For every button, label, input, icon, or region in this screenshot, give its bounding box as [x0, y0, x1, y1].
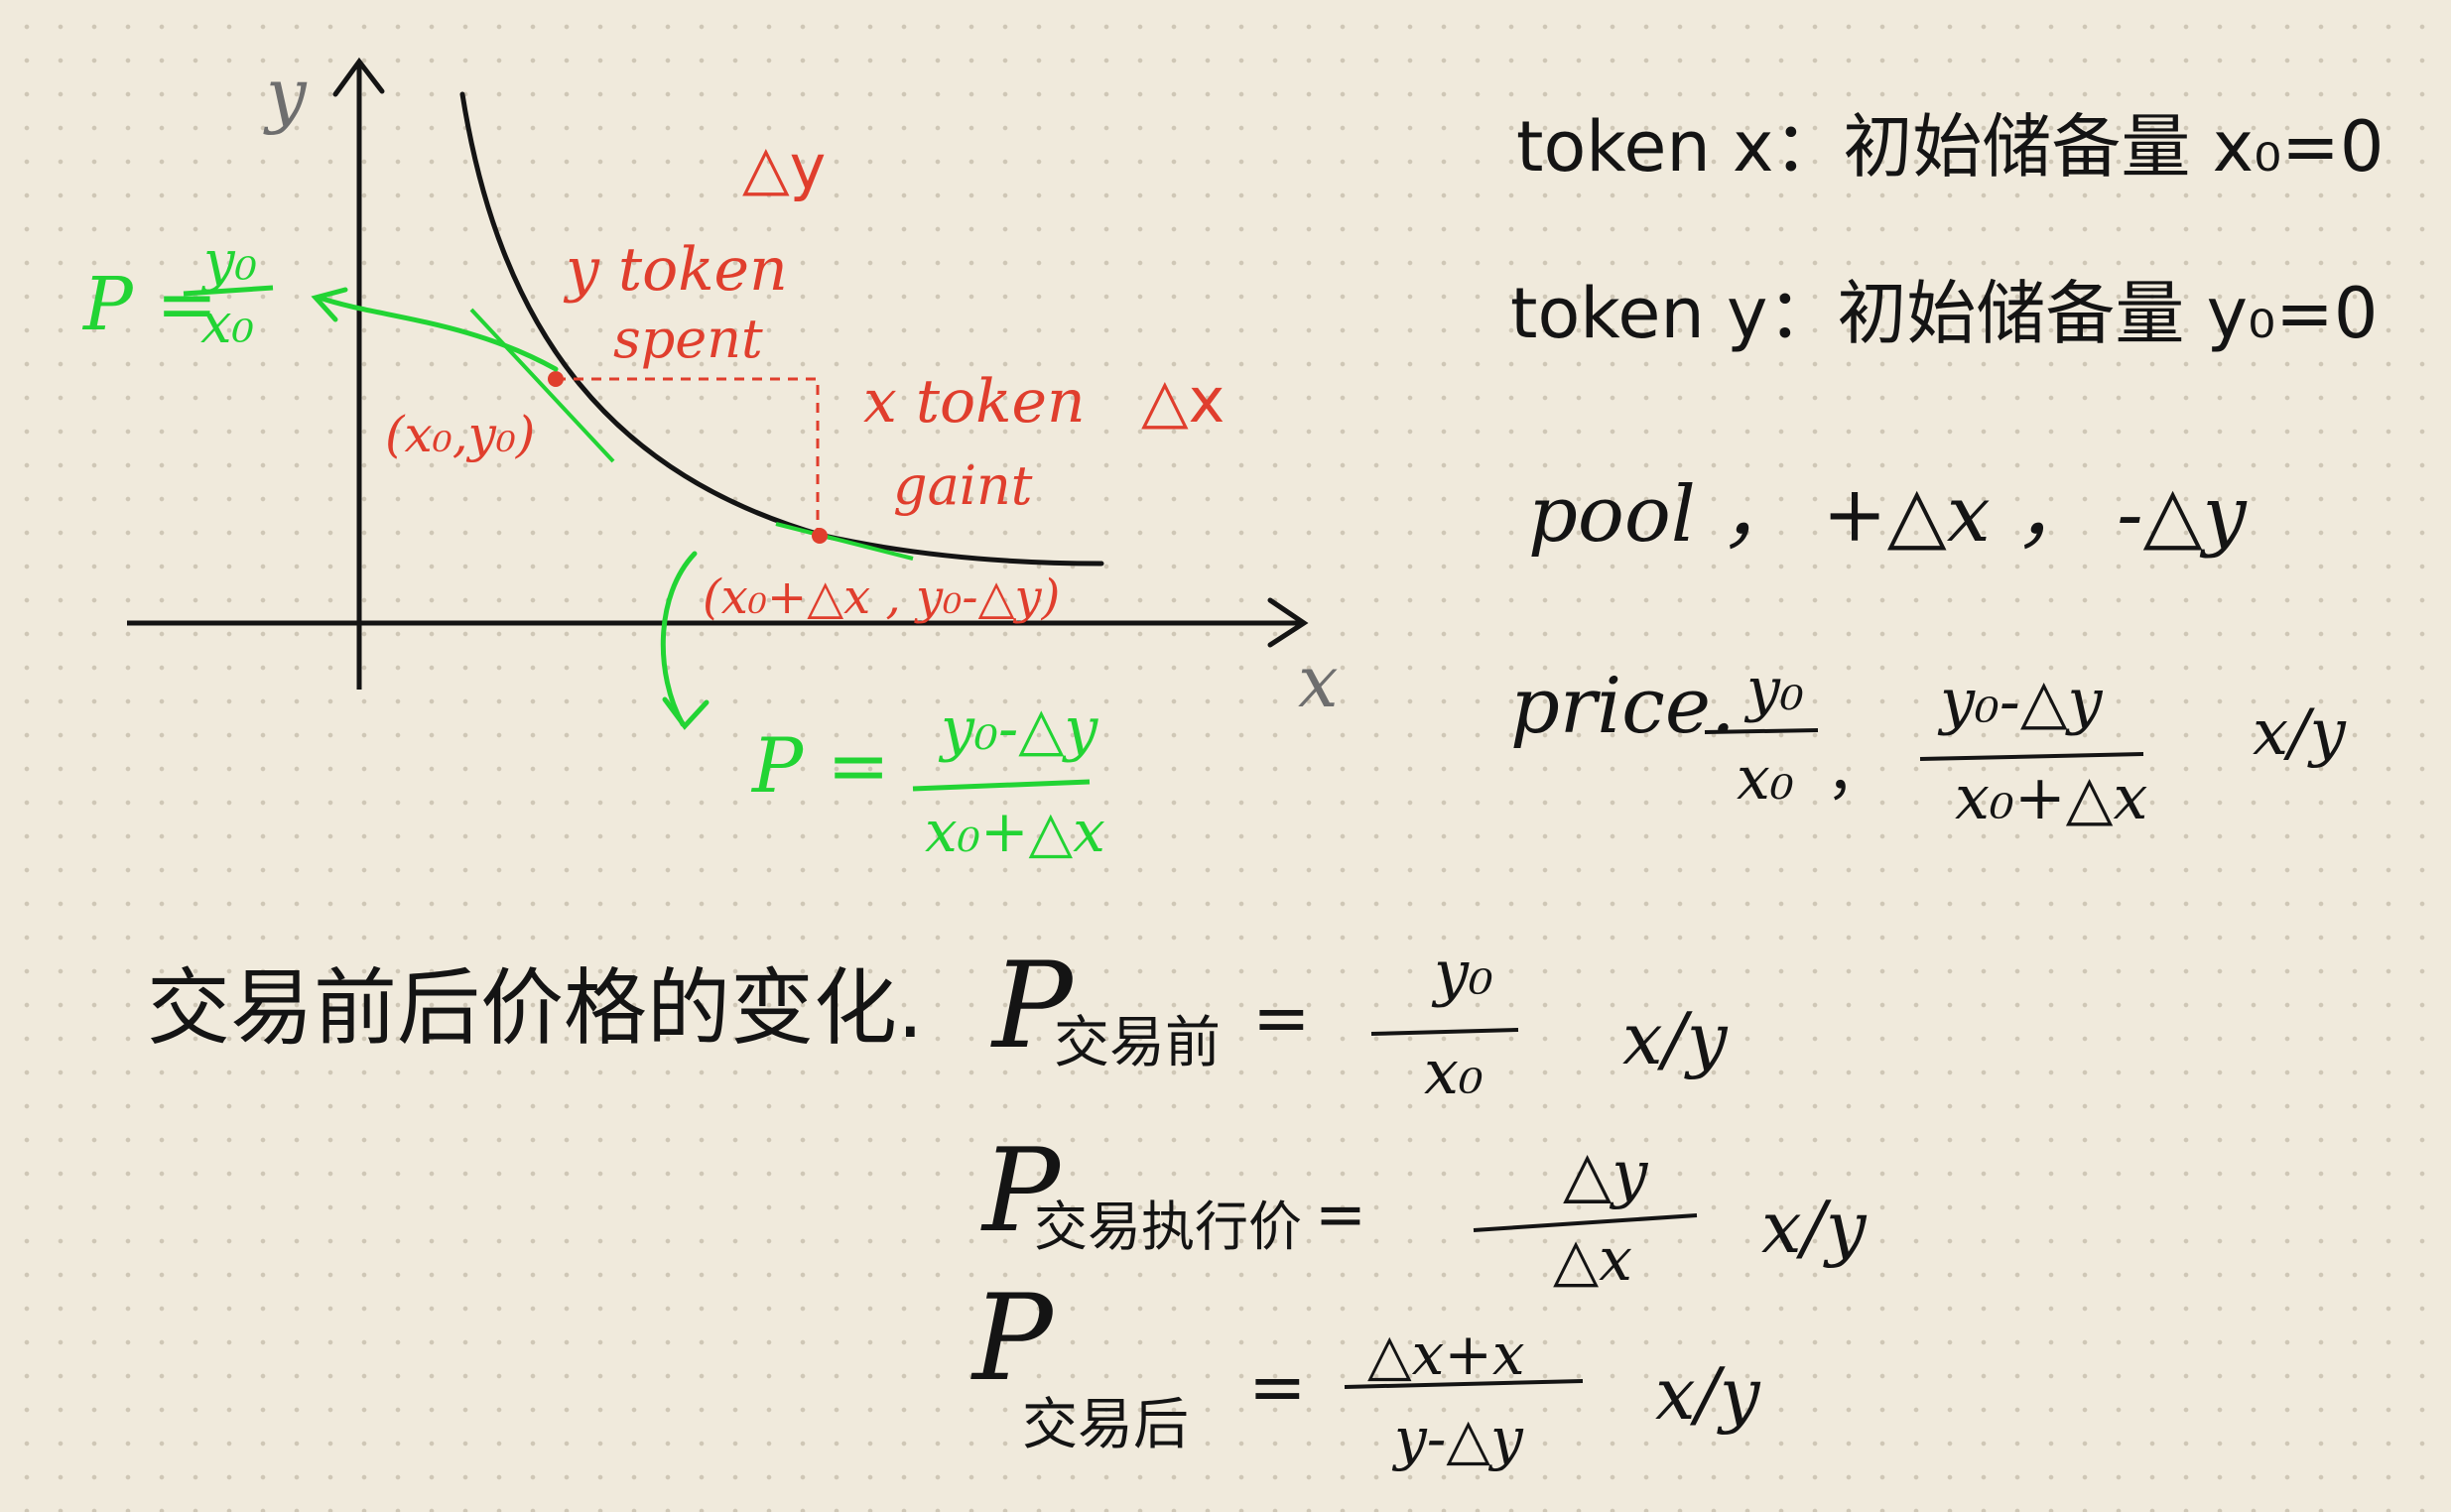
- row3-subscript: 交易后: [1022, 1393, 1189, 1457]
- arrow-down-curve: [660, 551, 698, 727]
- green-price-left-lhs: P =: [81, 262, 217, 347]
- row1-eq: =: [1252, 977, 1311, 1059]
- right-notes: token x：初始储备量 x₀=0 token y：初始储备量 y₀=0 po…: [1510, 106, 2384, 833]
- red-x-token-label: x token: [863, 367, 1086, 437]
- row3-num: △x+x: [1367, 1321, 1525, 1388]
- constant-product-curve: [459, 91, 1104, 567]
- y-axis-arrow: [332, 57, 385, 97]
- arrow-left-curve: [317, 295, 559, 372]
- y-axis-label: y: [263, 53, 308, 136]
- note-price-frac1-num: y₀: [1743, 655, 1804, 724]
- red-y-token-label: y token: [563, 235, 788, 305]
- tangent-line-a: [469, 308, 615, 463]
- point-a-label: (x₀,y₀): [385, 406, 535, 463]
- point-b-dot: [812, 528, 828, 544]
- row2-unit: x/y: [1761, 1186, 1868, 1269]
- note-token-y: token y：初始储备量 y₀=0: [1510, 273, 2378, 354]
- green-price-right-num: y₀-△y: [938, 694, 1098, 764]
- green-price-left-bar: [183, 285, 274, 297]
- row2-den: △x: [1553, 1225, 1632, 1295]
- note-price-sep: ，: [1826, 739, 1885, 809]
- note-price-label: price.: [1510, 662, 1736, 751]
- x-axis-label: x: [1298, 640, 1339, 723]
- row1-bar: [1370, 1028, 1519, 1036]
- green-price-right-den: x₀+△x: [925, 798, 1105, 865]
- graph: y x △y y token spent x token gaint △x (x…: [81, 53, 1339, 865]
- note-price-frac1-den: x₀: [1737, 744, 1794, 814]
- row2-num: △y: [1563, 1138, 1648, 1211]
- point-b-label: (x₀+△x , y₀-△y): [703, 569, 1060, 625]
- green-price-right-lhs: P =: [750, 721, 890, 810]
- green-price-left: P = y₀ x₀: [81, 229, 274, 356]
- green-price-left-den: x₀: [200, 292, 254, 356]
- tangent-line-b: [775, 522, 914, 561]
- price-change-heading: 交易前后价格的变化.: [147, 959, 924, 1057]
- green-price-right-bar: [912, 779, 1091, 792]
- row2-eq: =: [1315, 1178, 1366, 1250]
- green-price-left-num: y₀: [200, 229, 257, 294]
- point-a-dot: [548, 371, 564, 387]
- row1-num: y₀: [1431, 937, 1493, 1009]
- red-delta-x: △x: [1141, 364, 1225, 437]
- arrow-left-head: [311, 287, 348, 322]
- x-axis-arrow: [1267, 597, 1309, 648]
- red-gaint-label: gaint: [893, 454, 1033, 517]
- note-pool: pool ， +△x ， -△y: [1528, 470, 2248, 560]
- note-price-frac2-num: y₀-△y: [1937, 665, 2104, 737]
- arrow-down-head: [662, 696, 710, 730]
- row3-den: y-△y: [1391, 1405, 1524, 1472]
- green-price-right: P = y₀-△y x₀+△x: [750, 694, 1105, 865]
- red-spent-label: spent: [613, 308, 763, 370]
- row2-subscript: 交易执行价: [1034, 1196, 1302, 1258]
- row3-p: P: [970, 1270, 1055, 1408]
- note-price-unit: x/y: [2253, 696, 2347, 770]
- row3-eq: =: [1248, 1346, 1307, 1428]
- note-price-frac2-bar: [1919, 752, 2144, 761]
- row3-unit: x/y: [1655, 1352, 1761, 1436]
- row2-p: P: [980, 1124, 1062, 1258]
- note-price-frac1-bar: [1704, 728, 1819, 734]
- row1-p: P: [990, 938, 1075, 1075]
- row1-subscript: 交易前: [1054, 1011, 1221, 1075]
- dashed-guide: [556, 377, 820, 536]
- bottom-section: 交易前后价格的变化. P 交易前 = y₀ x₀ x/y P 交易执行价 = △…: [147, 937, 1868, 1472]
- note-token-x: token x：初始储备量 x₀=0: [1516, 106, 2384, 188]
- row3-bar: [1344, 1379, 1584, 1389]
- row1-unit: x/y: [1622, 997, 1729, 1080]
- red-delta-y: △y: [742, 131, 826, 203]
- row1-den: x₀: [1424, 1036, 1484, 1108]
- row2-bar: [1473, 1213, 1698, 1232]
- note-price-frac2-den: x₀+△x: [1955, 761, 2147, 833]
